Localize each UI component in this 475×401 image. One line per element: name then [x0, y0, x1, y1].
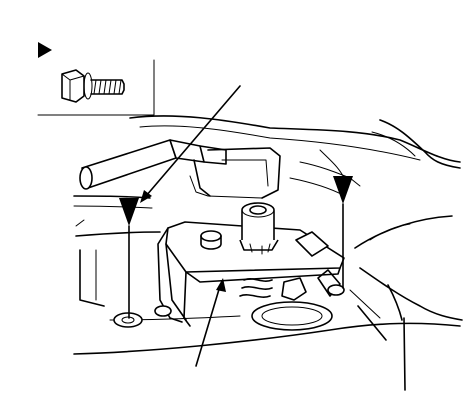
callouts — [119, 85, 406, 391]
loop-bracket — [189, 147, 281, 199]
leader-top — [145, 85, 241, 197]
bolt-location-left-marker — [119, 198, 139, 226]
bolt-location-right-marker — [333, 176, 353, 204]
leader-bottom — [195, 285, 221, 367]
mounting-bracket — [157, 202, 345, 327]
legend-triangle-marker — [38, 42, 52, 58]
legend — [37, 42, 155, 116]
bolt-hole-left — [113, 305, 172, 328]
legend-frame — [37, 59, 155, 116]
background-linework — [73, 115, 463, 355]
leader-bottom-arrowhead — [216, 278, 226, 292]
leader-right — [403, 317, 406, 391]
leader-top-arrowhead — [140, 190, 152, 203]
flange-bolt-icon — [61, 69, 125, 103]
spring — [239, 278, 333, 331]
hose — [79, 139, 227, 190]
